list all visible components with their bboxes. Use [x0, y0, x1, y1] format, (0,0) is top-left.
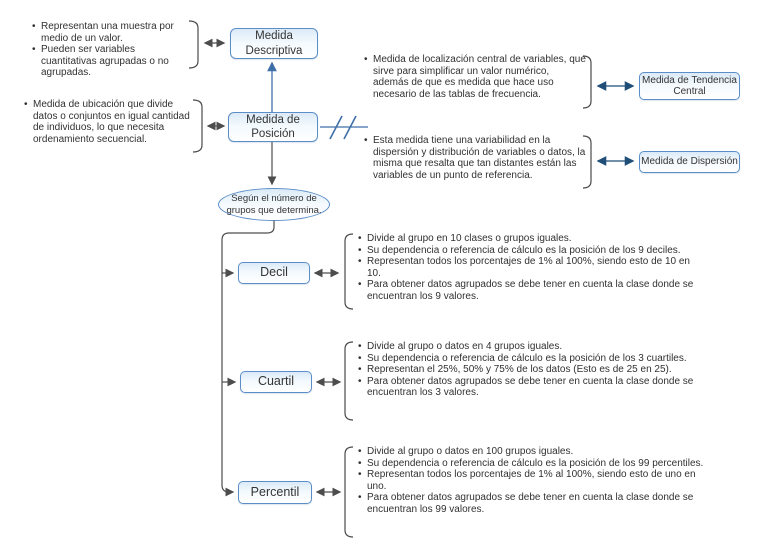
node-label: Según el número de grupos que determina.	[226, 192, 322, 216]
node-percentil[interactable]: Percentil	[238, 481, 312, 504]
node-medida-dispersion[interactable]: Medida de Dispersión	[639, 151, 740, 173]
bullet-item: Pueden ser variables cuantitativas agrup…	[30, 44, 192, 79]
bracket-note-percentil	[344, 446, 354, 538]
bullet-item: Su dependencia o referencia de cálculo e…	[356, 353, 704, 365]
bullet-item: Representan el 25%, 50% y 75% de los dat…	[356, 364, 704, 376]
bracket-note-decil	[344, 233, 354, 310]
node-criterio-ellipse[interactable]: Según el número de grupos que determina.	[218, 188, 330, 221]
note-decil: Divide al grupo en 10 clases o grupos ig…	[356, 233, 704, 303]
bullet-item: Medida de localización central de variab…	[362, 54, 586, 100]
bracket-note-tendencia	[582, 55, 592, 109]
note-cuartil: Divide al grupo o datos en 4 grupos igua…	[356, 341, 704, 399]
note-dispersion: Esta medida tiene una variabilidad en la…	[362, 135, 586, 181]
node-label: Medida de Dispersión	[641, 156, 738, 168]
node-decil[interactable]: Decil	[238, 262, 310, 284]
bullet-item: Esta medida tiene una variabilidad en la…	[362, 135, 586, 181]
bullet-item: Divide al grupo o datos en 100 grupos ig…	[356, 446, 708, 458]
node-label: Cuartil	[257, 374, 295, 389]
bullet-item: Para obtener datos agrupados se debe ten…	[356, 279, 704, 302]
note-descriptiva: Representan una muestra por medio de un …	[30, 21, 192, 79]
node-cuartil[interactable]: Cuartil	[240, 371, 312, 393]
note-tendencia-central: Medida de localización central de variab…	[362, 54, 586, 100]
bullet-item: Su dependencia o referencia de cálculo e…	[356, 458, 708, 470]
bracket-note-descriptiva	[188, 20, 199, 69]
bullet-item: Medida de ubicación que divide datos o c…	[22, 99, 196, 145]
bracket-note-dispersion	[582, 135, 592, 189]
bullet-item: Para obtener datos agrupados se debe ten…	[356, 492, 708, 515]
bullet-item: Representan todos los porcentajes de 1% …	[356, 469, 708, 492]
bullet-item: Para obtener datos agrupados se debe ten…	[356, 376, 704, 399]
node-medida-descriptiva[interactable]: Medida Descriptiva	[230, 28, 318, 59]
node-medida-posicion[interactable]: Medida de Posición	[228, 112, 318, 142]
note-posicion: Medida de ubicación que divide datos o c…	[22, 99, 196, 145]
bullet-item: Representan todos los porcentajes de 1% …	[356, 256, 704, 279]
node-label: Decil	[260, 265, 288, 280]
bullet-item: Su dependencia o referencia de cálculo e…	[356, 245, 704, 257]
bracket-note-cuartil	[344, 341, 354, 421]
bracket-note-posicion	[192, 99, 203, 153]
node-label: Medida Descriptiva	[245, 30, 303, 57]
node-label: Medida de Posición	[246, 113, 300, 140]
node-medida-tendencia-central[interactable]: Medida de Tendencia Central	[639, 72, 740, 100]
bullet-item: Representan una muestra por medio de un …	[30, 21, 192, 44]
bullet-item: Divide al grupo o datos en 4 grupos igua…	[356, 341, 704, 353]
node-label: Medida de Tendencia Central	[642, 74, 737, 98]
break-connector	[320, 115, 368, 140]
note-percentil: Divide al grupo o datos en 100 grupos ig…	[356, 446, 708, 516]
node-label: Percentil	[250, 484, 300, 499]
bullet-item: Divide al grupo en 10 clases o grupos ig…	[356, 233, 704, 245]
trunk-connector	[221, 221, 275, 497]
